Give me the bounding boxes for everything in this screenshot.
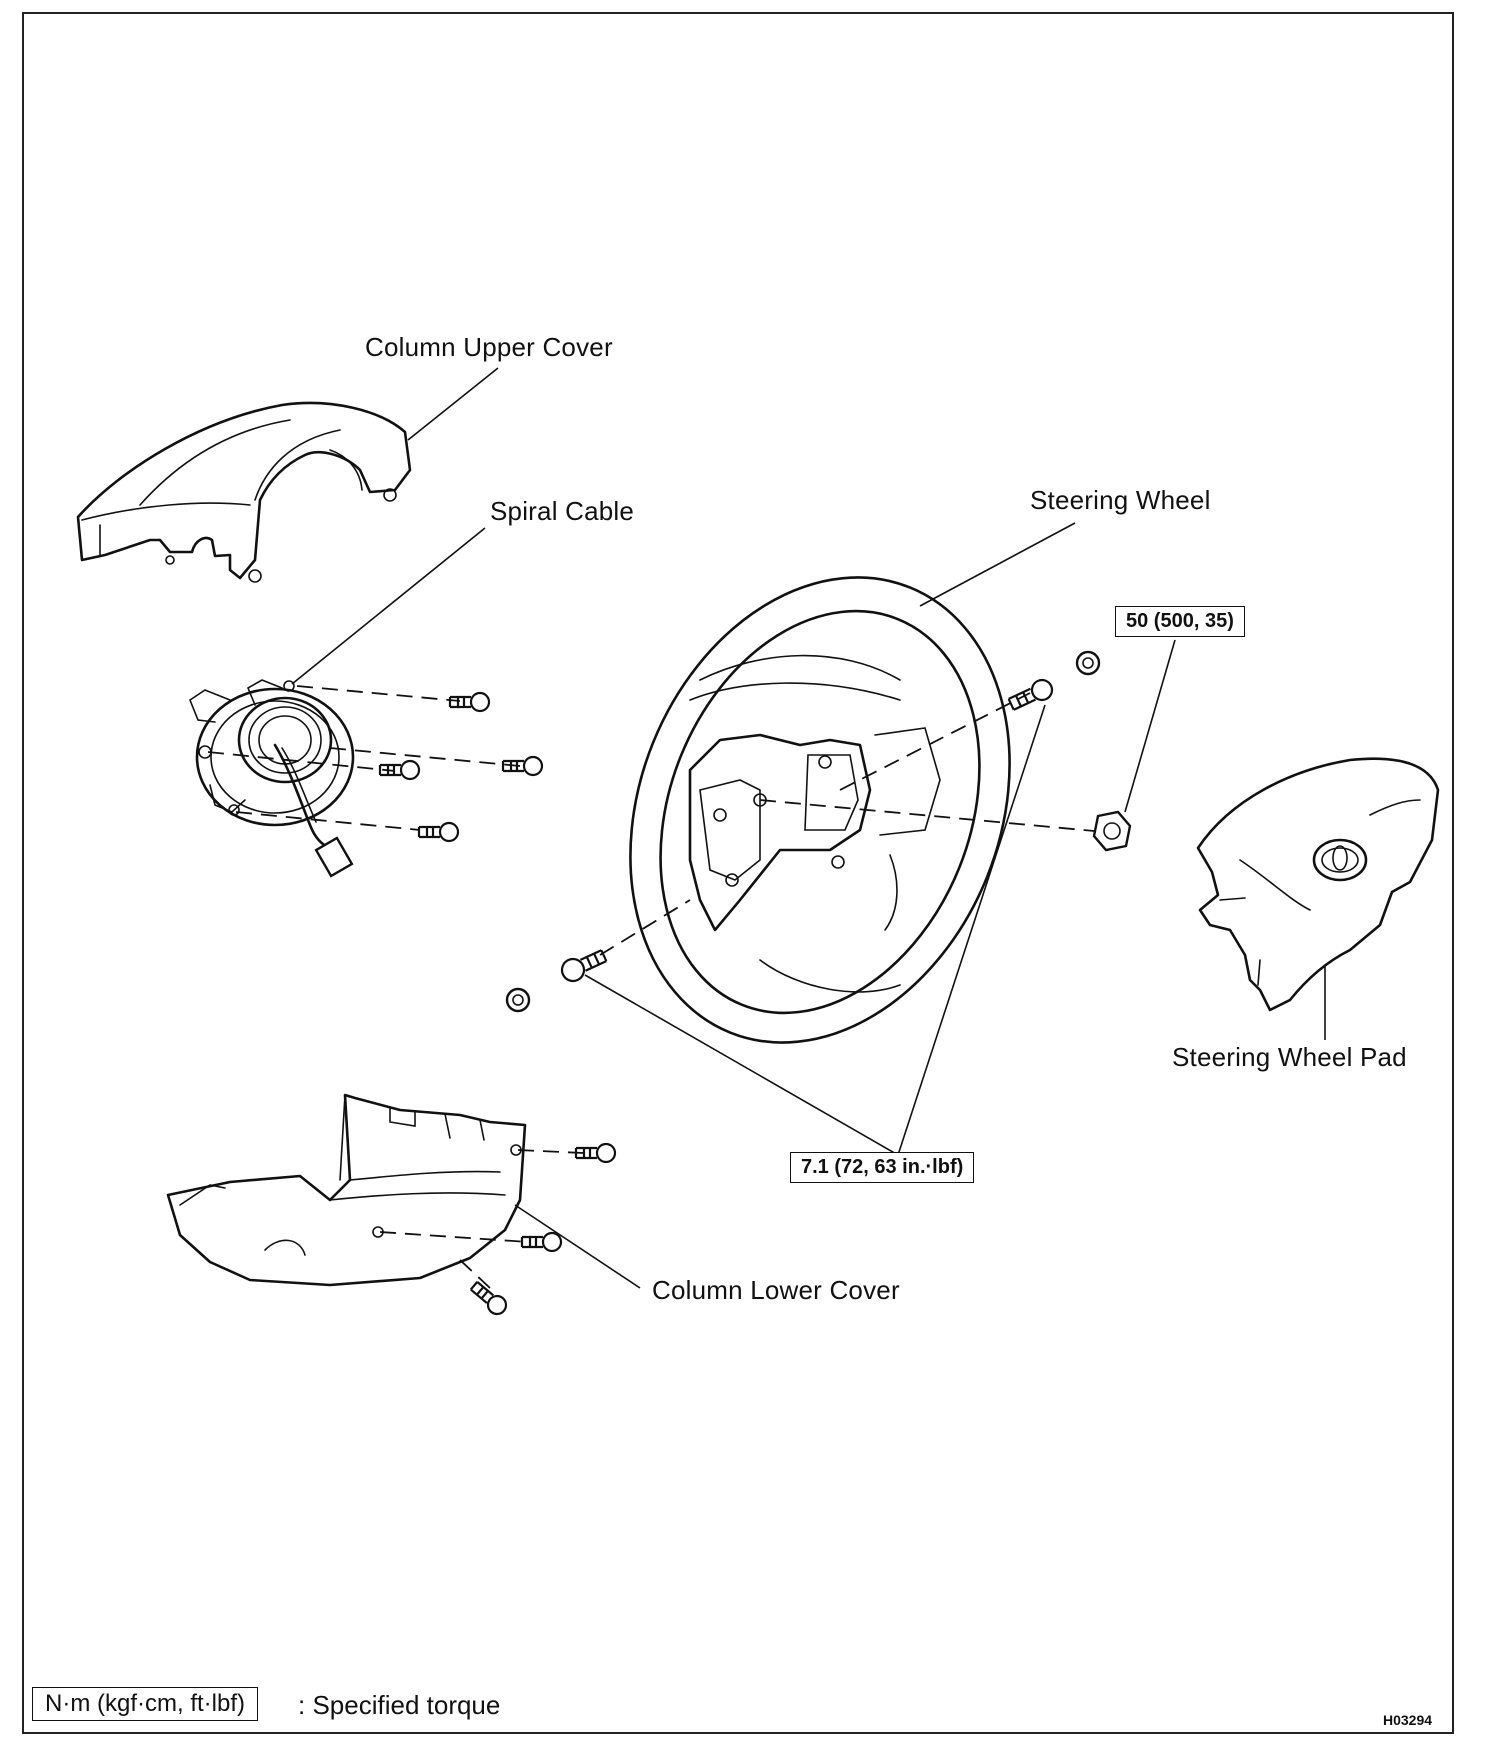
torque-box-bolt: 7.1 (72, 63 in.·lbf)	[790, 1152, 975, 1183]
spiral-cable-drawing	[189, 679, 355, 878]
legend-unit-box: N·m (kgf·cm, ft·lbf)	[32, 1687, 258, 1721]
leader-bolt-torque-right	[897, 704, 1046, 1156]
leader-nut-torque	[1124, 639, 1176, 813]
steering-wheel-pad-drawing	[1196, 757, 1440, 1012]
wheel-bolts	[505, 650, 1101, 1013]
leader-column-upper-cover	[407, 367, 499, 441]
leader-spiral-cable	[291, 527, 486, 685]
steering-wheel-drawing	[599, 576, 1106, 1044]
diagram-frame	[22, 12, 1454, 1734]
leader-bolt-torque-left	[584, 974, 899, 1156]
leader-column-lower-cover	[514, 1204, 641, 1289]
label-column-upper-cover: Column Upper Cover	[365, 332, 613, 362]
steering-wheel-nut	[1092, 810, 1132, 852]
column-lower-cover-drawing	[166, 1093, 527, 1287]
figure-id: H03294	[1383, 1712, 1433, 1728]
label-column-lower-cover: Column Lower Cover	[652, 1275, 900, 1305]
leader-steering-wheel	[919, 522, 1076, 607]
label-steering-wheel: Steering Wheel	[1030, 485, 1211, 515]
spiral-cable-screws	[207, 685, 544, 843]
legend-description: : Specified torque	[298, 1690, 501, 1720]
column-upper-cover-drawing	[76, 401, 412, 583]
column-lower-cover-screws	[379, 1142, 617, 1316]
label-steering-wheel-pad: Steering Wheel Pad	[1172, 1042, 1407, 1072]
label-spiral-cable: Spiral Cable	[490, 496, 635, 526]
torque-box-nut: 50 (500, 35)	[1115, 606, 1245, 637]
